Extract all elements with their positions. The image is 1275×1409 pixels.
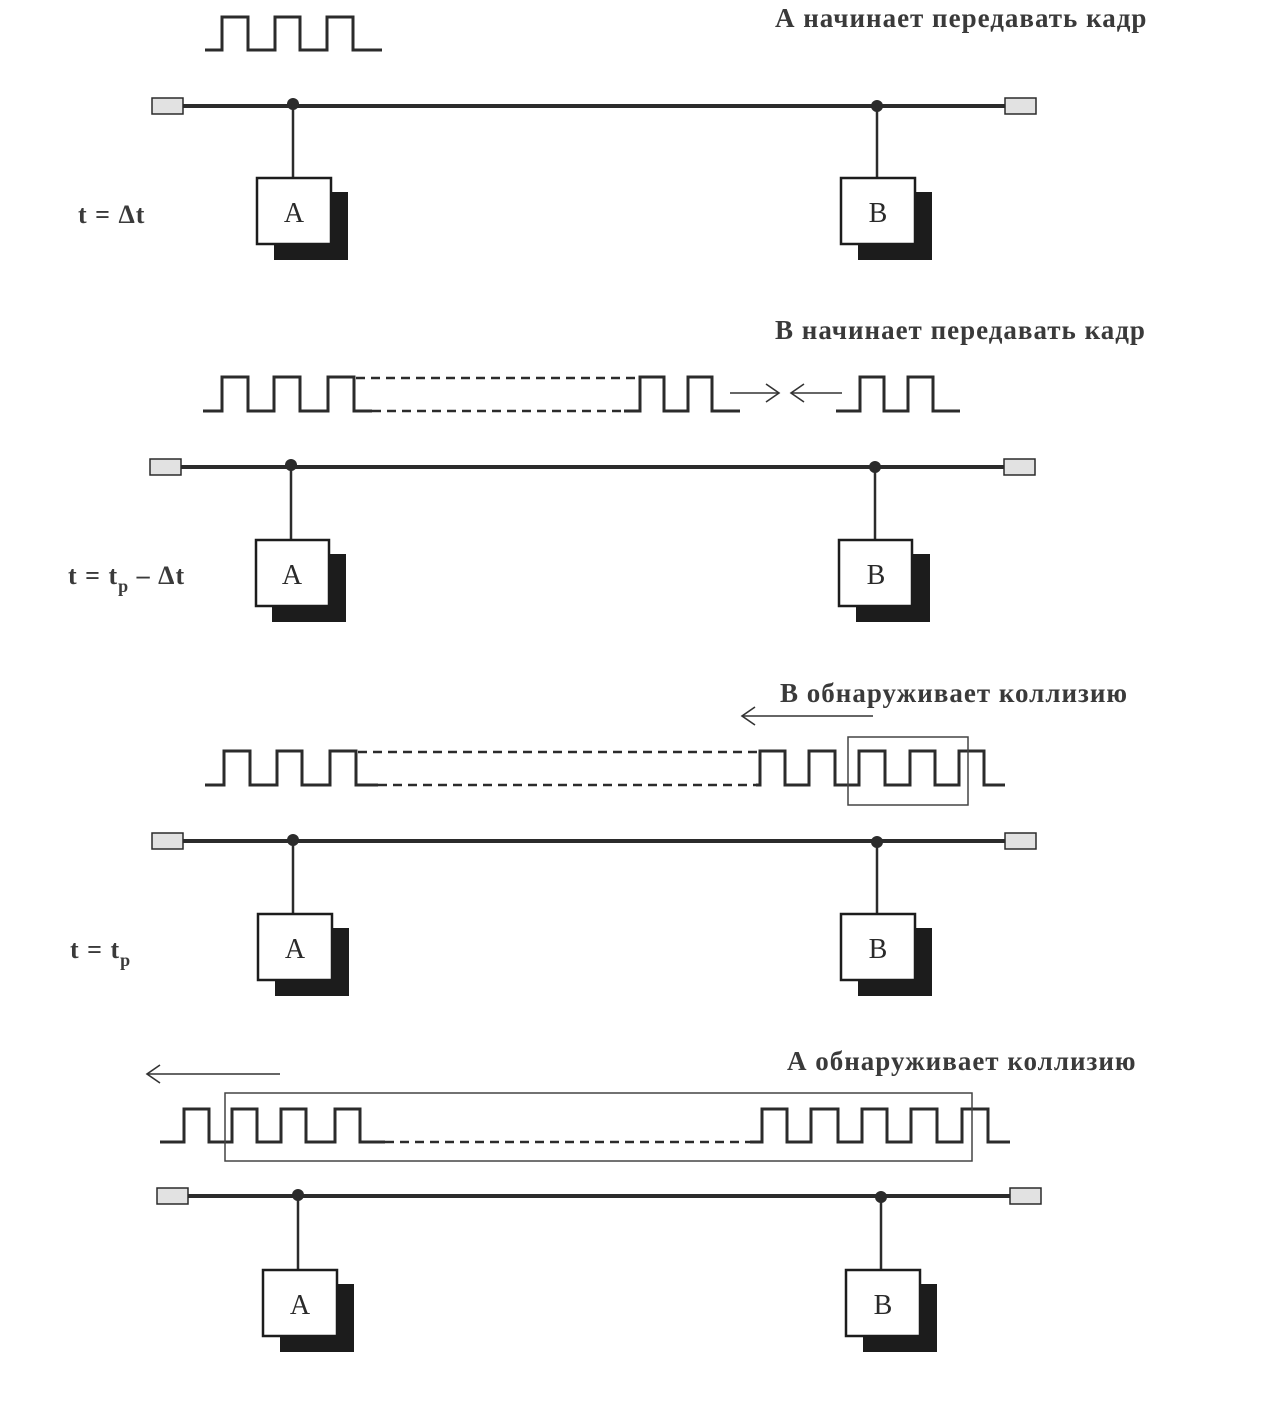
panel-2-time-label: t = tp – Δt [68,561,185,596]
panel-4: А обнаруживает коллизию A B [145,1046,1137,1352]
panel-1-terminator-left [151,97,184,115]
panel-2-caption: В начинает передавать кадр [775,315,1146,345]
panel-2-arrowhead-right [765,383,781,403]
panel-1-signal-a [205,15,382,52]
panel-4-caption: А обнаруживает коллизию [787,1046,1137,1076]
panel-4-signal-end [750,1107,1010,1144]
panel-1-station-a-box [255,176,333,246]
panel-4-station-b-label: B [874,1290,893,1321]
panel-3-station-b-label: B [869,934,888,965]
panel-3-signal-overlap [756,749,1005,787]
panel-3-arrowhead-left [740,706,756,726]
panel-2-terminator-right [1003,458,1036,476]
panel-3: В обнаруживает коллизию A B t = tp [70,678,1128,996]
panel-4-terminator-left [156,1187,189,1205]
panel-3-time-label: t = tp [70,935,131,970]
panel-3-collision-frame [847,736,969,806]
panel-4-station-a-label: A [290,1290,311,1321]
panel-1-terminator-right [1004,97,1037,115]
panel-2-signal-a-start [203,375,372,413]
panel-2-arrowhead-left [789,383,805,403]
panel-4-terminator-right [1009,1187,1042,1205]
panel-3-station-a-label: A [285,934,306,965]
panel-1: А начинает передавать кадр A B t = Δt [78,3,1147,260]
panel-1-caption: А начинает передавать кадр [775,3,1147,33]
panel-3-station-b-box [839,912,917,982]
panel-3-caption: В обнаруживает коллизию [780,678,1128,708]
panel-4-collision-frame [224,1092,973,1162]
panel-3-terminator-left [151,832,184,850]
panel-3-signal-a-start [205,749,378,787]
panel-1-station-b-box [839,176,917,246]
panel-4-station-b-box [844,1268,922,1338]
panel-1-time-label: t = Δt [78,200,145,229]
panel-1-station-a-label: A [284,198,305,229]
panel-2-station-a-box [254,538,331,608]
panel-2-station-b-box [837,538,914,608]
panel-2-station-a-label: A [282,560,303,591]
panel-3-station-a-box [256,912,334,982]
panel-4-station-a-box [261,1268,339,1338]
panel-3-terminator-right [1004,832,1037,850]
panel-2-terminator-left [149,458,182,476]
panel-2: В начинает передавать кадр A B t = tp – … [68,315,1146,622]
panel-2-signal-a-front [624,375,740,413]
panel-2-station-b-label: B [867,560,886,591]
panel-4-arrowhead-left [145,1064,161,1084]
panel-4-signal-start [160,1107,385,1144]
panel-1-station-b-label: B [869,198,888,229]
panel-2-signal-b [836,375,960,413]
